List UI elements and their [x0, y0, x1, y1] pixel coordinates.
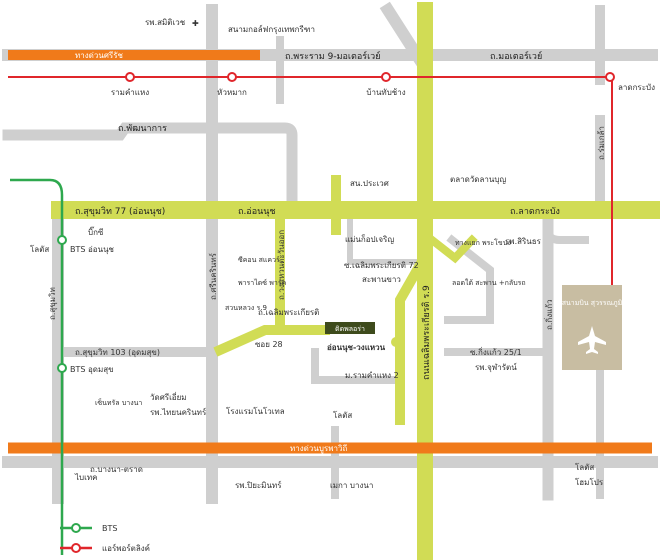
label-suan-luang: สวนหลวง ร.9: [225, 304, 267, 312]
road-soi72: [347, 215, 423, 265]
legend-airport-label: แอร์พอร์ตลิงค์: [102, 543, 150, 553]
grey-roads: [2, 1, 658, 504]
label-rama9: ถ.พระราม 9-มอเตอร์เวย์: [285, 50, 380, 62]
legend-bts-marker: [71, 523, 81, 533]
place-labels: รพ.สมิติเวช ✚ สนามกอล์ฟกรุงเทพกรีฑา ตลาด…: [30, 18, 604, 490]
label-paradise-park: พาราไดซ์ พาร์ค: [238, 278, 287, 287]
airport-name: สนามบิน สุวรรณภูมิ: [562, 299, 623, 307]
label-school: โรงแรมโนโวเทล: [226, 406, 285, 416]
label-sor-nor-prawet: สน.ประเวศ: [350, 179, 389, 188]
label-central-bangna: เซ็นทรัล บางนา: [95, 398, 142, 407]
label-ikea: ไบเทค: [74, 473, 97, 482]
airport: สนามบิน สุวรรณภูมิ: [562, 285, 623, 370]
label-motorway: ถ.มอเตอร์เวย์: [490, 50, 542, 62]
road-right-curve: [544, 208, 589, 244]
label-bts-udomsuk: BTS อุดมสุข: [70, 365, 114, 374]
label-rs-samitivej: รพ.สมิติเวช: [145, 18, 186, 27]
label-sukhumvit103: ถ.สุขุมวิท 103 (อุดมสุข): [75, 348, 160, 357]
label-bangna-trad: ถ.บางนา-ตราด: [90, 465, 143, 474]
label-rs-sirindhorn: รพ.สิรินธร: [505, 237, 542, 246]
label-king-kaew-251: ซ.กิ่งแก้ว 25/1: [470, 346, 522, 357]
project-name: อ่อนนุช-วงแหวน: [327, 343, 386, 353]
label-romklao: ถ.ร่มเกล้า: [597, 126, 606, 160]
label-wat-kho-charoen: แม่นก็อปเจริญ: [345, 234, 394, 244]
green-roads: [51, 2, 660, 560]
label-sukhumvit77: ถ.สุขุมวิท 77 (อ่อนนุช): [75, 206, 165, 217]
label-chaloem-vertical: ถนนเฉลิมพระเกียรติ ร.9: [421, 285, 432, 380]
label-lotus-left: โลตัส: [30, 244, 49, 254]
legend-bts-label: BTS: [102, 524, 117, 533]
rail-station-lat-krabang: [605, 72, 615, 82]
label-onnut: ถ.อ่อนนุช: [238, 207, 276, 217]
road-green-right-junction: [426, 234, 478, 264]
label-chaloem-phrakiat: ถ.เฉลิมพระเกียรติ: [258, 308, 319, 317]
label-rs-thainakarin: รพ.ไทยนครินทร์: [150, 407, 207, 417]
label-market-lat-krabang: ตลาดวัดลานบุญ: [450, 175, 506, 184]
label-station-lat-krabang: ลาดกระบัง: [618, 83, 655, 92]
label-lat-krabang: ถ.ลาดกระบัง: [510, 207, 560, 217]
airport-rail-link: [8, 72, 615, 310]
hospital-icon: ✚: [192, 19, 199, 28]
rail-station-hua-mak: [227, 72, 237, 82]
label-wat-sri-iam: วัดศรีเอี่ยม: [150, 391, 187, 402]
label-chaloem-72: ซ.เฉลิมพระเกียรติ 72: [344, 261, 419, 270]
label-si-rat: ทางด่วนศรีรัช: [75, 51, 124, 60]
project: ติดพลอร่า อ่อนนุช-วงแหวน: [325, 322, 401, 353]
road-soi-right: [444, 234, 494, 324]
rail-station-ban-thap-chang: [381, 72, 391, 82]
label-sen-market: สะพานขาว: [362, 275, 401, 284]
project-badge-box: [325, 322, 375, 334]
label-lotus-mid: โลตัส: [333, 410, 352, 420]
road-chaloem-diagonal: [395, 258, 427, 425]
label-phatthanakan: ถ.พัฒนาการ: [118, 124, 167, 134]
label-mega-bangna: เมกา บางนา: [330, 481, 373, 490]
label-m-ramkhamhaeng2: ม.รามคำแหง 2: [345, 371, 399, 380]
label-seacon: ซีคอน สแควร์: [238, 256, 280, 264]
road-phatthanakan: [2, 122, 298, 206]
label-wongwaen: ถ.วงแหวนตะวันออก: [277, 230, 286, 300]
bts-line-path: [10, 178, 64, 555]
label-sanam-golf: สนามกอล์ฟกรุงเทพกรีฑา: [228, 24, 315, 34]
label-kingkaew: ถ.กิ่งแก้ว: [543, 299, 554, 330]
label-soi28: ซอย 28: [255, 340, 283, 349]
label-tanon-soi: ทางแยก พระโขนง: [455, 238, 511, 247]
road-ramkhamhaeng2: [311, 348, 404, 384]
label-station-ban-thap-chang: บ้านทับช้าง: [366, 88, 405, 97]
expressways: [8, 50, 652, 454]
legend-airport-marker: [71, 543, 81, 553]
label-sukhumvit-left: ถ.สุขุมวิท: [48, 287, 57, 320]
rail-station-ramkhamhaeng: [125, 72, 135, 82]
label-big-c-left: บิ๊กซี: [88, 226, 104, 237]
label-home-pro: โฮมโปร: [575, 477, 604, 487]
airport-rail-line: [8, 76, 613, 310]
road-chaloem-horizontal: [213, 325, 330, 357]
label-rs-piyamin: รพ.ปิยะมินทร์: [235, 480, 282, 490]
label-lat-krabang-junction: ลอดใต้ สะพาน +กลับรถ: [452, 278, 526, 287]
label-lotus-right: โลตัส: [575, 462, 594, 472]
label-station-hua-mak: หัวหมาก: [217, 88, 247, 97]
project-badge: ติดพลอร่า: [335, 325, 365, 333]
airplane-icon: [578, 326, 606, 354]
bts-station-udomsuk: [57, 363, 67, 373]
road-labels: ทางด่วนศรีรัช ถ.พระราม 9-มอเตอร์เวย์ ถ.ม…: [48, 50, 606, 474]
road-diagonal-upper: [379, 1, 429, 69]
bts-line: [10, 178, 67, 555]
label-srinakarin: ถ.ศรีนครินทร์: [208, 252, 218, 300]
label-burapha-withi: ทางด่วนบูรพาวิถี: [290, 444, 347, 454]
label-bts-onnut: BTS อ่อนนุช: [70, 245, 115, 254]
legend: BTS แอร์พอร์ตลิงค์: [60, 523, 150, 553]
label-rs-chularat: รพ.จุฬารัตน์: [475, 362, 517, 372]
station-labels: รามคำแหง หัวหมาก บ้านทับช้าง ลาดกระบัง B…: [70, 83, 655, 374]
label-station-ramkhamhaeng: รามคำแหง: [111, 88, 149, 97]
bts-station-onnut: [57, 235, 67, 245]
project-marker: [391, 337, 401, 347]
